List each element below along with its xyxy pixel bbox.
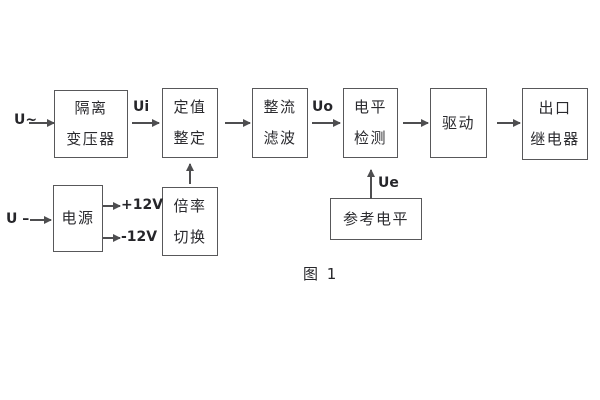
block-label-line: 变压器 xyxy=(66,130,116,148)
block-label-line: 隔离 xyxy=(74,99,108,117)
block-isolation-transformer: 隔离 变压器 xyxy=(54,90,128,158)
block-rectifier-filter: 整流 滤波 xyxy=(252,88,308,158)
label-minus-12v: -12V xyxy=(121,229,158,245)
arrow-isolation-to-setting xyxy=(132,122,159,124)
block-label-line: 电源 xyxy=(61,209,95,227)
arrow-rectifier-to-level xyxy=(312,122,340,124)
block-label-line: 整定 xyxy=(173,129,207,147)
block-reference-level: 参考电平 xyxy=(330,198,422,240)
figure-caption: 图 1 xyxy=(303,265,339,283)
block-label-line: 驱动 xyxy=(441,113,475,132)
block-drive: 驱动 xyxy=(430,88,487,158)
label-ui: Ui xyxy=(133,99,150,115)
block-label-line: 定值 xyxy=(173,98,207,116)
arrow-power-plus12v xyxy=(103,205,120,207)
block-label-line: 整流 xyxy=(263,98,297,116)
arrow-power-minus12v xyxy=(103,237,120,239)
arrow-ratio-to-setting xyxy=(189,164,191,184)
block-label-line: 电平 xyxy=(353,98,387,116)
arrow-ac-input xyxy=(29,122,54,124)
arrow-setting-to-rectifier xyxy=(225,122,250,124)
label-ue: Ue xyxy=(378,175,399,191)
arrow-level-to-drive xyxy=(403,122,428,124)
label-ac-input: U~ xyxy=(14,112,38,128)
block-label-line: 检测 xyxy=(353,129,387,147)
block-output-relay: 出口 继电器 xyxy=(522,88,588,160)
arrow-reference-to-level xyxy=(370,170,372,199)
block-label-line: 倍率 xyxy=(173,196,207,215)
label-dc-input: U – xyxy=(6,211,30,227)
label-uo: Uo xyxy=(312,99,333,115)
block-label-line: 切换 xyxy=(173,227,207,246)
block-label-line: 出口 xyxy=(538,99,572,117)
block-setting-adjust: 定值 整定 xyxy=(162,88,218,158)
block-power-supply: 电源 xyxy=(53,185,103,252)
arrow-dc-input xyxy=(30,219,51,221)
block-label-line: 继电器 xyxy=(530,130,580,148)
block-label-line: 参考电平 xyxy=(342,209,409,228)
label-plus-12v: +12V xyxy=(121,197,164,213)
block-ratio-switch: 倍率 切换 xyxy=(162,187,218,256)
arrow-drive-to-relay xyxy=(497,122,520,124)
block-label-line: 滤波 xyxy=(263,129,297,147)
block-level-detect: 电平 检测 xyxy=(343,88,398,158)
